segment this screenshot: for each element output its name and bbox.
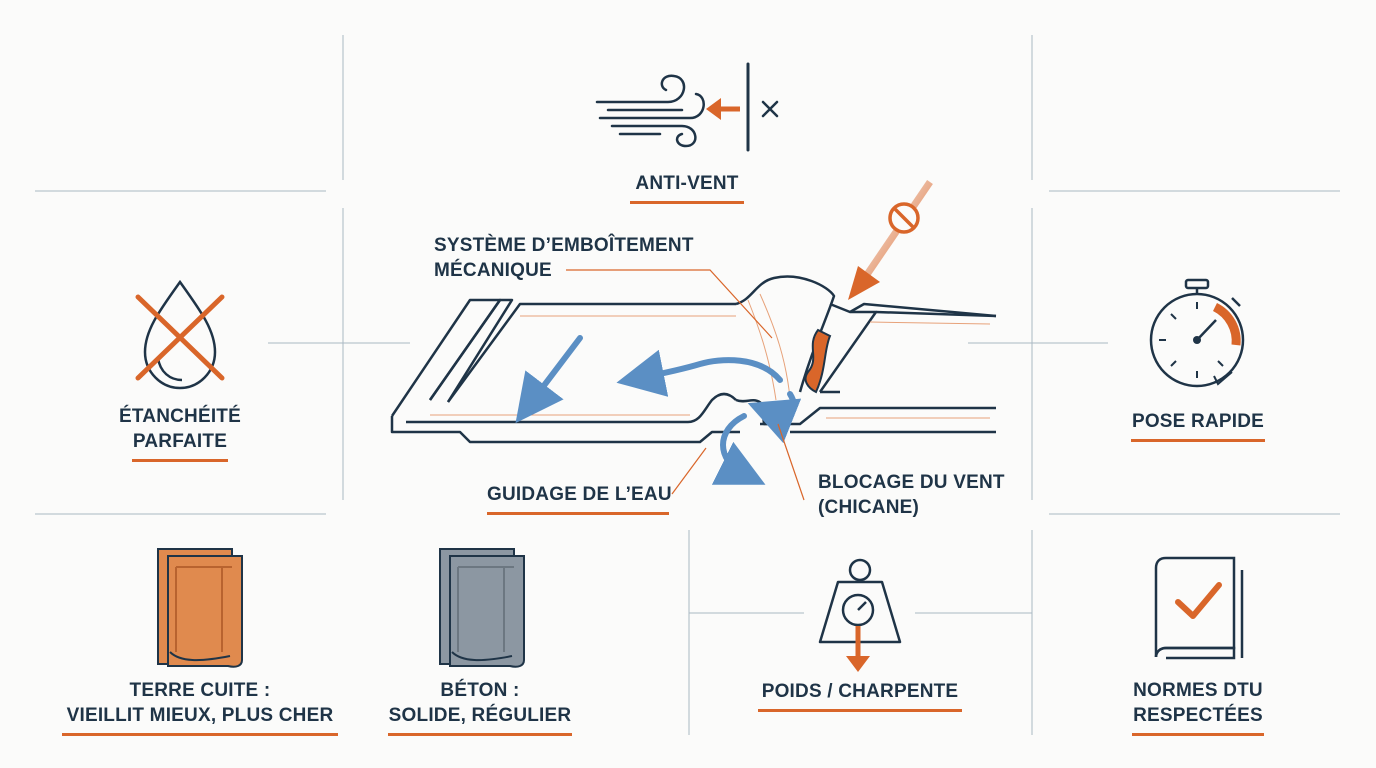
label-blocage: BLOCAGE DU VENT (CHICANE) [818, 470, 1038, 520]
wind-arrow-icon [706, 98, 740, 120]
guidage-text: GUIDAGE DE L’EAU [487, 484, 672, 505]
label-guidage: GUIDAGE DE L’EAU [487, 482, 687, 515]
emboitement-line1: SYSTÈME D’EMBOÎTEMENT [434, 235, 694, 256]
poids-underline [758, 709, 962, 712]
beton-line2: SOLIDE, RÉGULIER [388, 705, 572, 726]
label-terre-cuite: TERRE CUITE : VIEILLIT MIEUX, PLUS CHER [50, 678, 350, 736]
water-flow-arrows [515, 335, 802, 485]
pose-rapide-underline [1131, 439, 1265, 442]
anti-vent-text: ANTI-VENT [635, 173, 739, 194]
tile-cross-section [390, 275, 997, 444]
water-drop-crossed-icon [135, 279, 225, 390]
anti-vent-underline [630, 201, 744, 204]
guidage-underline [487, 512, 669, 515]
label-poids: POIDS / CHARPENTE [740, 679, 980, 712]
terracotta-tile-icon [157, 548, 243, 668]
checked-book-icon [1154, 556, 1244, 660]
terre-cuite-line1: TERRE CUITE : [129, 680, 271, 701]
label-beton: BÉTON : SOLIDE, RÉGULIER [370, 678, 590, 736]
etancheite-line2: PARFAITE [132, 431, 228, 452]
terre-cuite-underline [62, 733, 338, 736]
wind-blocked-icon [595, 62, 779, 152]
terre-cuite-line2: VIEILLIT MIEUX, PLUS CHER [66, 705, 334, 726]
poids-text: POIDS / CHARPENTE [761, 681, 959, 702]
normes-underline [1132, 733, 1264, 736]
normes-line2: RESPECTÉES [1133, 705, 1263, 726]
concrete-tile-icon [439, 548, 525, 668]
chicane-seal [804, 328, 832, 394]
label-etancheite: ÉTANCHÉITÉ PARFAITE [100, 404, 260, 462]
blocage-line1: BLOCAGE DU VENT [818, 472, 1005, 493]
beton-underline [388, 733, 572, 736]
normes-line1: NORMES DTU [1133, 680, 1263, 701]
emboitement-line2: MÉCANIQUE [434, 260, 552, 281]
leader-lines [566, 269, 805, 501]
label-anti-vent: ANTI-VENT [610, 171, 764, 204]
blocage-line2: (CHICANE) [818, 497, 920, 518]
beton-line1: BÉTON : [440, 680, 520, 701]
wind-blocked-arrow-icon [848, 180, 933, 300]
stopwatch-icon [1149, 278, 1245, 388]
label-emboitement: SYSTÈME D’EMBOÎTEMENT MÉCANIQUE [434, 233, 734, 283]
label-normes: NORMES DTU RESPECTÉES [1118, 678, 1278, 736]
pose-rapide-text: POSE RAPIDE [1131, 411, 1265, 432]
weight-icon [818, 558, 902, 672]
etancheite-line1: ÉTANCHÉITÉ [119, 406, 241, 427]
etancheite-underline [132, 459, 228, 462]
grid-lines [35, 35, 1340, 735]
label-pose-rapide: POSE RAPIDE [1118, 409, 1278, 442]
